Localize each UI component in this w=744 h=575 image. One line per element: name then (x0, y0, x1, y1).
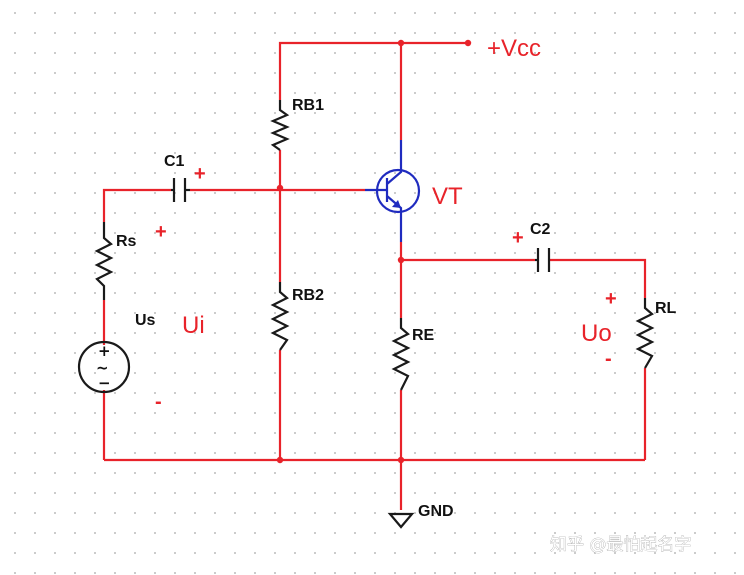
c2-label: C2 (530, 221, 551, 238)
c1-label: C1 (164, 153, 185, 170)
ui-label: Ui (182, 312, 205, 339)
ground-icon (387, 512, 415, 529)
uo-minus-sign: - (605, 348, 612, 370)
emitter-arrow-icon (392, 200, 401, 208)
vt-label: VT (432, 183, 463, 210)
wires (102, 41, 647, 510)
resistor-re (391, 318, 411, 391)
gnd-label: GND (418, 503, 454, 520)
source-plus-sign: + (98, 342, 111, 360)
resistor-rb2 (270, 282, 290, 351)
capacitor-c2 (535, 248, 551, 272)
rs-to-c1-wire (102, 188, 171, 222)
uo-plus-sign: + (605, 288, 617, 310)
rb2-label: RB2 (292, 287, 324, 304)
rb1-label: RB1 (292, 97, 324, 114)
vcc-label: +Vcc (487, 35, 541, 62)
capacitor-c1 (171, 178, 190, 202)
junction-dot (276, 456, 284, 464)
junction-dot (397, 456, 405, 464)
junction-dot (397, 256, 405, 264)
watermark-text: 知乎 @最怕起名字 (550, 535, 691, 555)
ui-minus-sign: - (155, 391, 162, 413)
source-wave-symbol: ~ (96, 359, 109, 377)
rl-label: RL (655, 300, 677, 317)
source-minus-sign: − (98, 374, 111, 392)
uo-label: Uo (581, 320, 612, 347)
c2-to-rl-wire (550, 258, 647, 298)
junction-dot (397, 39, 405, 47)
npn-transistor-vt (365, 140, 421, 242)
junction-dot (276, 184, 284, 192)
resistor-rs (94, 222, 114, 300)
rs-label: Rs (116, 233, 137, 250)
ui-plus-sign: + (155, 221, 167, 243)
us-label: Us (135, 312, 156, 329)
resistor-rl (635, 298, 655, 369)
vcc-rail-wire (278, 41, 468, 100)
junctions (276, 39, 472, 464)
ac-voltage-source-us: + − ~ (77, 340, 131, 394)
junction-dot (464, 39, 472, 47)
resistor-rb1 (270, 100, 290, 151)
c1-plus-sign: + (194, 163, 206, 185)
re-label: RE (412, 327, 435, 344)
c2-plus-sign: + (512, 227, 524, 249)
